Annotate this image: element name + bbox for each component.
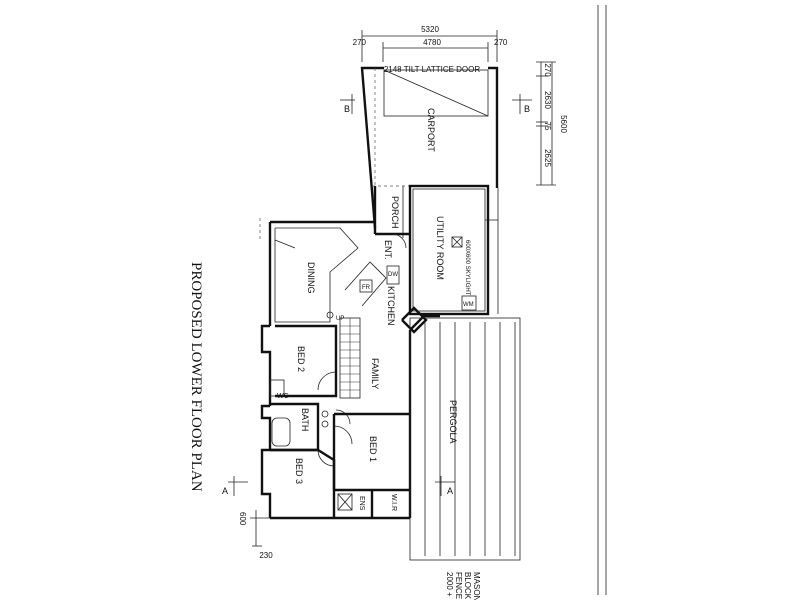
bed1-room: BED 1 bbox=[332, 412, 410, 490]
svg-text:B: B bbox=[344, 104, 350, 114]
porch-area: PORCH bbox=[373, 186, 404, 238]
dim-carport-c: 75 bbox=[543, 122, 552, 131]
family-room: FAMILY bbox=[370, 358, 380, 389]
pergola-area: PERGOLA bbox=[409, 317, 521, 561]
room-bath: BATH bbox=[300, 408, 310, 431]
dim-carport-a: 270 bbox=[543, 63, 552, 77]
dim-side-right: 270 bbox=[494, 38, 508, 47]
skylight-label: 600X600 SKYLIGHT bbox=[464, 240, 470, 296]
bed2-room: BED 2 bbox=[275, 324, 338, 398]
room-porch: PORCH bbox=[390, 196, 400, 229]
dim-carport-d: 2625 bbox=[543, 149, 552, 167]
svg-text:A: A bbox=[447, 486, 453, 496]
side-note: MASONI BLOCK FENCE 2000 + bbox=[445, 572, 481, 600]
plan-title: PROPOSED LOWER FLOOR PLAN bbox=[188, 262, 204, 492]
room-bed1: BED 1 bbox=[368, 436, 378, 462]
ensuite-wir: ENS W.I.R bbox=[334, 488, 410, 518]
room-bed3: BED 3 bbox=[294, 458, 304, 484]
section-mark-a-left: A bbox=[222, 476, 248, 496]
carport-area: CARPORT bbox=[360, 66, 499, 229]
section-mark-a-right: A bbox=[435, 476, 455, 496]
svg-text:MASONI: MASONI bbox=[472, 572, 481, 600]
room-family: FAMILY bbox=[370, 358, 380, 389]
room-bed2: BED 2 bbox=[296, 346, 306, 372]
section-mark-b-right: B bbox=[512, 94, 532, 114]
dim-inner-width: 4780 bbox=[423, 38, 441, 47]
dim-side-left: 270 bbox=[353, 38, 367, 47]
dining-room: DINING bbox=[274, 227, 359, 323]
svg-text:2000 +: 2000 + bbox=[445, 572, 454, 597]
room-wc: WC bbox=[277, 393, 289, 400]
dim-carport-b: 2630 bbox=[543, 91, 552, 109]
bed3-room: BED 3 bbox=[270, 448, 336, 518]
section-mark-b-left: B bbox=[340, 94, 355, 114]
top-dimension-string: 5320 4780 270 270 2148 TILT LATTICE DOOR bbox=[353, 25, 508, 74]
bottom-dimensions: 600 230 bbox=[238, 510, 273, 560]
room-dining: DINING bbox=[306, 262, 316, 294]
svg-text:B: B bbox=[524, 104, 530, 114]
room-ensuite: ENS bbox=[358, 496, 365, 511]
dim-bottom-b: 230 bbox=[259, 551, 273, 560]
carport-dimension-string: 270 2630 75 2625 5600 bbox=[536, 61, 568, 186]
svg-text:BLOCK: BLOCK bbox=[463, 572, 472, 600]
wm-label: WM bbox=[463, 302, 474, 308]
fr-label: FR bbox=[362, 285, 371, 291]
room-utility: UTILITY ROOM bbox=[435, 216, 445, 280]
room-pergola: PERGOLA bbox=[448, 400, 458, 444]
dw-label: DW bbox=[388, 272, 398, 278]
stair-up-label: UP bbox=[336, 316, 344, 322]
dim-bottom-a: 600 bbox=[238, 512, 247, 526]
room-entry: ENT. bbox=[383, 240, 393, 260]
room-wir: W.I.R bbox=[390, 494, 397, 511]
kitchen-area: DW FR KITCHEN bbox=[344, 261, 428, 334]
dim-overall-width: 5320 bbox=[421, 25, 439, 34]
dim-carport-total: 5600 bbox=[559, 115, 568, 133]
svg-text:FENCE: FENCE bbox=[454, 572, 463, 599]
svg-text:A: A bbox=[222, 486, 228, 496]
room-kitchen: KITCHEN bbox=[386, 286, 396, 326]
room-carport: CARPORT bbox=[426, 108, 436, 152]
dim-door-note: 2148 TILT LATTICE DOOR bbox=[384, 65, 481, 74]
entry-area: ENT. bbox=[375, 232, 410, 260]
utility-room: UTILITY ROOM 600X600 SKYLIGHT WM bbox=[408, 184, 499, 316]
staircase: UP bbox=[336, 316, 361, 399]
